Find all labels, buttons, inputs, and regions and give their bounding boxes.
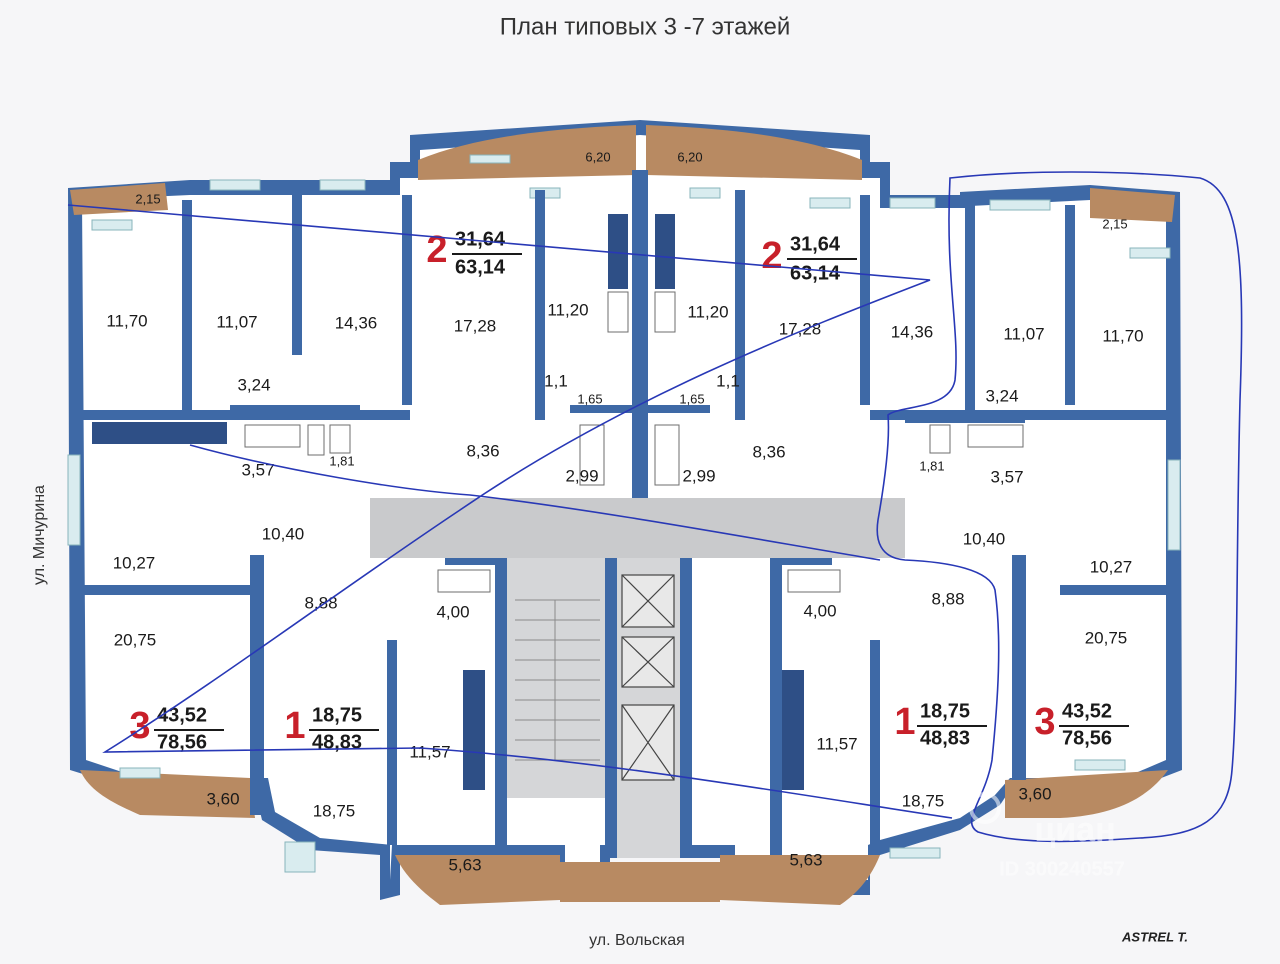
room-area-label: 11,70 xyxy=(106,311,147,330)
interior-walls xyxy=(80,170,1170,855)
stairwell xyxy=(507,558,605,798)
room-area-label: 4,00 xyxy=(803,601,836,620)
room-area-label: 6,20 xyxy=(585,149,610,164)
street-label-side: ул. Мичурина xyxy=(31,485,48,585)
room-area-label: 8,88 xyxy=(304,593,337,612)
room-area-label: 10,40 xyxy=(963,529,1006,548)
room-area-label: 8,36 xyxy=(466,441,499,460)
room-area-label: 5,63 xyxy=(789,850,822,869)
room-count: 3 xyxy=(129,705,150,747)
balconies xyxy=(70,125,1175,905)
room-area-label: 2,15 xyxy=(135,191,160,206)
room-area-label: 8,36 xyxy=(752,442,785,461)
room-count: 1 xyxy=(284,705,305,747)
room-area-label: 11,70 xyxy=(1102,326,1143,345)
balcony-bottom-center xyxy=(560,862,720,902)
apartment-badge-1-left: 1 18,75 48,83 xyxy=(284,704,379,753)
fixtures xyxy=(92,214,1024,790)
room-area-label: 11,57 xyxy=(816,734,857,753)
room-area-label: 11,20 xyxy=(687,302,728,321)
room-area-label: 3,24 xyxy=(237,375,270,394)
room-area-label: 2,99 xyxy=(682,466,715,485)
apartment-badge-1-right: 1 18,75 48,83 xyxy=(894,700,987,749)
balcony-bottom-center-left xyxy=(395,855,560,905)
total-area: 78,56 xyxy=(157,731,207,753)
watermark-id: ID 300240557 xyxy=(999,858,1125,880)
balcony-top-right xyxy=(1090,188,1175,222)
room-area-label: 3,60 xyxy=(1018,784,1051,803)
living-area: 31,64 xyxy=(790,233,841,255)
room-count: 2 xyxy=(426,229,447,271)
balcony-top-center-right xyxy=(646,125,862,180)
elevators xyxy=(621,574,675,781)
room-area-label: 5,63 xyxy=(448,855,481,874)
room-area-label: 1,1 xyxy=(544,371,568,390)
living-area: 18,75 xyxy=(312,704,362,726)
scribble-line xyxy=(67,204,953,819)
room-area-label: 17,28 xyxy=(454,316,497,335)
total-area: 48,83 xyxy=(920,727,970,749)
room-count: 3 xyxy=(1034,701,1055,743)
room-count: 2 xyxy=(761,235,782,277)
room-area-label: 6,20 xyxy=(677,149,702,164)
cian-logo-icon xyxy=(969,792,1001,824)
street-label-bottom: ул. Вольская xyxy=(589,932,685,949)
common-corridor xyxy=(370,498,905,558)
room-area-label: 11,07 xyxy=(1003,324,1044,343)
living-area: 43,52 xyxy=(1062,700,1112,722)
living-area: 43,52 xyxy=(157,704,207,726)
room-area-label: 14,36 xyxy=(891,322,934,341)
room-area-label: 1,65 xyxy=(679,391,704,406)
room-area-label: 3,57 xyxy=(990,467,1023,486)
room-area-label: 11,07 xyxy=(216,312,257,331)
room-area-label: 3,57 xyxy=(241,460,274,479)
apartment-badge-3-right: 3 43,52 78,56 xyxy=(1034,700,1129,749)
total-area: 63,14 xyxy=(455,256,506,278)
room-area-label: 11,20 xyxy=(547,300,588,319)
room-area-label: 10,27 xyxy=(1090,557,1133,576)
balcony-bottom-center-right xyxy=(720,855,880,905)
room-count: 1 xyxy=(894,701,915,743)
room-area-label: 17,28 xyxy=(779,319,822,338)
room-area-label: 18,75 xyxy=(313,801,356,820)
room-area-label: 20,75 xyxy=(114,630,157,649)
balcony-bottom-right xyxy=(1005,770,1168,818)
room-area-label: 10,27 xyxy=(113,553,156,572)
total-area: 78,56 xyxy=(1062,727,1112,749)
room-area-label: 14,36 xyxy=(335,313,378,332)
room-area-label: 3,60 xyxy=(206,789,239,808)
room-area-label: 1,81 xyxy=(919,458,944,473)
room-area-label: 1,65 xyxy=(577,391,602,406)
room-area-label: 4,00 xyxy=(436,602,469,621)
room-area-label: 8,88 xyxy=(931,589,964,608)
scribble-line-2 xyxy=(189,444,881,561)
balcony-bottom-left xyxy=(80,770,255,818)
room-area-label: 2,15 xyxy=(1102,216,1127,231)
room-area-label: 2,99 xyxy=(565,466,598,485)
room-area-label: 20,75 xyxy=(1085,628,1128,647)
cian-watermark: циан ID 300240557 xyxy=(969,792,1125,880)
apartment-badge-2-left: 2 31,64 63,14 xyxy=(426,228,522,278)
total-area: 48,83 xyxy=(312,731,362,753)
room-area-labels: 2,15 6,20 6,20 2,15 11,70 11,07 14,36 17… xyxy=(106,149,1143,874)
windows xyxy=(67,154,1181,873)
plan-title: План типовых 3 -7 этажей xyxy=(500,13,791,40)
highlight-outline-right-apartment xyxy=(876,171,1243,843)
room-area-label: 3,24 xyxy=(985,386,1018,405)
room-area-label: 1,81 xyxy=(329,453,354,468)
room-area-label: 11,57 xyxy=(409,742,450,761)
room-area-label: 10,40 xyxy=(262,524,305,543)
room-area-label: 1,1 xyxy=(716,371,740,390)
developer-logo: ASTREL T. xyxy=(1121,929,1188,944)
living-area: 18,75 xyxy=(920,700,970,722)
living-area: 31,64 xyxy=(455,228,506,250)
total-area: 63,14 xyxy=(790,262,841,284)
balcony-top-center-left xyxy=(418,125,636,180)
room-area-label: 18,75 xyxy=(902,791,945,810)
watermark-brand: циан xyxy=(1034,811,1115,849)
